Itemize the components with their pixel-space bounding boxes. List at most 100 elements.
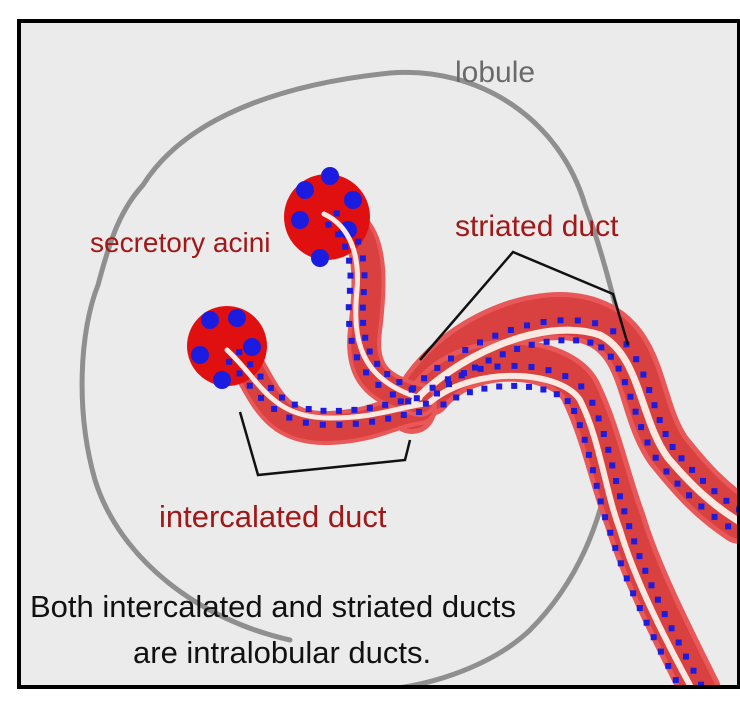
duct-nucleus xyxy=(675,481,681,487)
duct-nucleus xyxy=(306,406,312,412)
duct-nucleus xyxy=(529,342,535,348)
duct-nucleus xyxy=(416,409,422,415)
duct-nucleus xyxy=(610,328,616,334)
duct-nucleus xyxy=(434,365,440,371)
duct-nucleus xyxy=(258,395,264,401)
label-striated-duct: striated duct xyxy=(455,210,619,243)
duct-nucleus xyxy=(303,420,309,426)
duct-nucleus xyxy=(492,333,498,339)
duct-nucleus xyxy=(384,371,390,377)
duct-nucleus xyxy=(495,364,501,370)
duct-nucleus xyxy=(367,349,373,355)
duct-nucleus xyxy=(390,392,396,398)
duct-nucleus xyxy=(669,625,675,631)
duct-nucleus xyxy=(546,367,552,373)
duct-nucleus xyxy=(405,398,411,404)
duct-nucleus xyxy=(367,405,373,411)
duct-nucleus xyxy=(679,455,685,461)
duct-nucleus xyxy=(663,431,669,437)
duct-nucleus xyxy=(644,620,650,626)
duct-nucleus xyxy=(478,366,484,372)
duct-nucleus xyxy=(461,370,467,376)
duct-nucleus xyxy=(467,389,473,395)
duct-nucleus xyxy=(336,408,342,414)
duct-nucleus xyxy=(349,338,355,344)
duct-nucleus xyxy=(683,654,689,660)
duct-nucleus xyxy=(360,255,366,261)
duct-nucleus xyxy=(605,447,611,453)
duct-nucleus xyxy=(508,327,514,333)
duct-nucleus xyxy=(676,640,682,646)
duct-nucleus xyxy=(346,321,352,327)
duct-nucleus xyxy=(346,258,352,264)
duct-nucleus xyxy=(655,597,661,603)
duct-nucleus xyxy=(326,222,332,228)
duct-nucleus xyxy=(360,305,366,311)
duct-nucleus xyxy=(279,395,285,401)
duct-nucleus xyxy=(681,691,687,697)
duct-nucleus xyxy=(558,317,564,323)
duct-nucleus xyxy=(657,417,663,423)
duct-nucleus xyxy=(321,408,327,414)
duct-nucleus xyxy=(445,376,451,382)
duct-nucleus xyxy=(700,478,706,484)
duct-nucleus xyxy=(362,272,368,278)
duct-nucleus xyxy=(691,668,697,674)
duct-nucleus xyxy=(598,344,604,350)
duct-nucleus xyxy=(335,231,341,237)
duct-nucleus xyxy=(226,359,232,365)
duct-nucleus xyxy=(346,304,352,310)
duct-nucleus xyxy=(558,337,564,343)
duct-nucleus xyxy=(342,244,348,250)
duct-nucleus xyxy=(247,361,253,367)
duct-nucleus xyxy=(292,402,298,408)
duct-nucleus xyxy=(616,366,622,372)
duct-nucleus xyxy=(607,530,613,536)
duct-nucleus xyxy=(353,421,359,427)
caption-line-2: are intralobular ducts. xyxy=(133,635,431,670)
duct-nucleus xyxy=(627,394,633,400)
duct-nucleus xyxy=(637,605,643,611)
duct-nucleus xyxy=(642,568,648,574)
duct-nucleus xyxy=(645,440,651,446)
duct-nucleus xyxy=(541,319,547,325)
duct-nucleus xyxy=(486,358,492,364)
duct-nucleus xyxy=(374,361,380,367)
duct-nucleus xyxy=(565,398,571,404)
duct-nucleus xyxy=(320,422,326,428)
duct-nucleus xyxy=(575,318,581,324)
duct-nucleus xyxy=(512,363,518,369)
duct-nucleus xyxy=(472,365,478,371)
duct-nucleus xyxy=(453,395,459,401)
duct-nucleus xyxy=(577,422,583,428)
duct-nucleus xyxy=(613,478,619,484)
duct-nucleus xyxy=(334,210,340,216)
duct-nucleus xyxy=(665,663,671,669)
duct-nucleus xyxy=(651,634,657,640)
duct-nucleus xyxy=(500,351,506,357)
duct-nucleus xyxy=(612,545,618,551)
duct-nucleus xyxy=(640,372,646,378)
duct-nucleus xyxy=(617,493,623,499)
duct-nucleus xyxy=(401,412,407,418)
duct-nucleus xyxy=(626,523,632,529)
duct-nucleus xyxy=(698,504,704,510)
duct-nucleus xyxy=(434,391,440,397)
duct-nucleus xyxy=(622,379,628,385)
duct-nucleus xyxy=(618,560,624,566)
duct-nucleus xyxy=(258,374,264,380)
duct-nucleus xyxy=(662,611,668,617)
duct-nucleus xyxy=(608,354,614,360)
duct-nucleus xyxy=(414,395,420,401)
label-lobule: lobule xyxy=(455,56,535,89)
duct-nucleus xyxy=(646,387,652,393)
duct-nucleus xyxy=(423,401,429,407)
duct-nucleus xyxy=(355,239,361,245)
duct-nucleus xyxy=(598,498,604,504)
duct-nucleus xyxy=(621,508,627,514)
duct-nucleus xyxy=(237,370,243,376)
duct-nucleus xyxy=(587,340,593,346)
duct-nucleus xyxy=(686,492,692,498)
duct-nucleus xyxy=(496,384,502,390)
